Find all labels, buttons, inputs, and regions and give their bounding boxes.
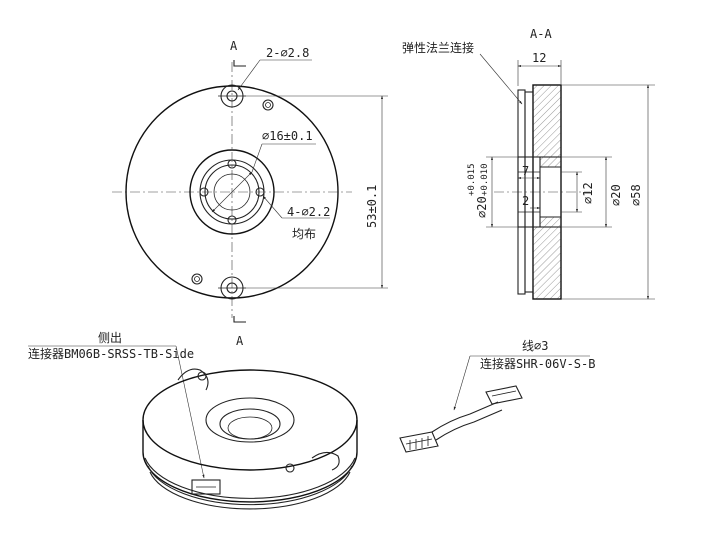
iso-connector: [191, 479, 221, 495]
inner-holes-note: 均布: [292, 227, 316, 241]
hub-outer: [189, 149, 275, 235]
cable-connector-right: [485, 385, 523, 405]
cable-view: 线⌀3 连接器SHR-06V-S-B: [399, 339, 595, 453]
dim-d20-label: ⌀20: [609, 184, 623, 206]
inner-holes-label: 4-⌀2.2: [287, 205, 330, 219]
dim-tol-upper: +0.015: [467, 163, 477, 196]
outer-disc: [125, 85, 339, 299]
iso-cutout-top: [177, 368, 209, 391]
iso-hub-outer: [205, 397, 295, 443]
mount-holes-label: 2-⌀2.8: [266, 46, 309, 60]
section-mark-top: [233, 60, 246, 67]
iso-view: 侧出 连接器BM06B-SRSS-TB-Side: [28, 331, 358, 510]
front-view: ⌀16±0.1 4-⌀2.2 均布 2-⌀2.8 53±0.1 A A: [112, 39, 388, 348]
dim-d12-label: ⌀12: [581, 182, 595, 204]
cable-connector-label: 连接器SHR-06V-S-B: [480, 356, 595, 371]
section-view: A-A 弹性法兰连接 12 7 2 ⌀1: [402, 27, 655, 300]
section-title: A-A: [530, 27, 552, 41]
dim-d58-label: ⌀58: [629, 184, 643, 206]
section-marker-top-label: A: [230, 39, 238, 53]
outlet-label: 侧出: [98, 331, 122, 345]
dim-tol-main: ⌀20: [475, 196, 489, 218]
screw-left: [191, 273, 203, 285]
dim-width-label: 12: [532, 51, 546, 65]
dim-step-label: 7: [522, 164, 529, 178]
hole-spacing-label: 53±0.1: [365, 185, 379, 228]
inner-hole-1: [227, 159, 237, 169]
cable-connector-left: [399, 431, 439, 453]
flange-label: 弹性法兰连接: [402, 40, 474, 55]
inner-hole-4: [199, 187, 209, 197]
inner-hole-2: [255, 187, 265, 197]
iso-cutout-bottom: [311, 451, 340, 471]
cable-wire: [431, 401, 499, 433]
mount-hole-top: [218, 84, 246, 108]
flange-plate-inner: [524, 91, 534, 293]
section-mark-bottom: [233, 316, 246, 323]
screw-right: [262, 99, 274, 111]
inner-hole-3: [227, 215, 237, 225]
dim-step2-label: 2: [522, 194, 529, 208]
section-marker-bottom-label: A: [236, 334, 244, 348]
mount-hole-bottom: [218, 276, 246, 300]
bore-dim-label: ⌀16±0.1: [262, 129, 313, 143]
iso-connector-label: 连接器BM06B-SRSS-TB-Side: [28, 346, 194, 361]
bore: [204, 164, 260, 220]
iso-top-face: [142, 369, 358, 471]
dim-tol-lower: +0.010: [480, 163, 490, 196]
wire-label: 线⌀3: [522, 339, 548, 353]
